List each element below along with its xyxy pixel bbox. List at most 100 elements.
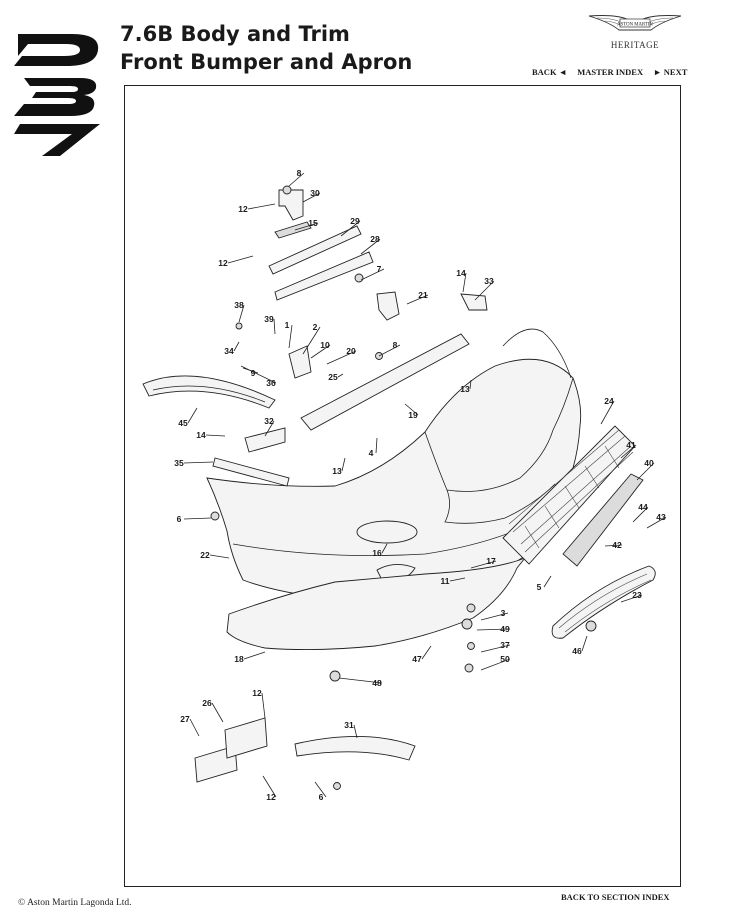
bracket-32-part	[244, 427, 286, 453]
callout-part-number: 5	[537, 582, 542, 592]
callout-leader-line	[310, 344, 331, 359]
callout-leader-line	[187, 407, 198, 424]
callout-leader-line	[480, 658, 511, 671]
bracket-26-part	[224, 717, 268, 759]
callout-part-number: 39	[264, 314, 274, 324]
callout-leader-line	[474, 280, 495, 301]
callout-leader-line	[264, 420, 275, 437]
callout-part-number: 24	[604, 396, 614, 406]
callout-part-number: 28	[370, 234, 380, 244]
bracket-21-part	[376, 291, 400, 321]
callout-part-number: 34	[224, 346, 234, 356]
callout-leader-line	[620, 444, 637, 459]
callout-leader-line	[338, 677, 383, 684]
callout-part-number: 33	[484, 276, 494, 286]
callout-leader-line	[360, 268, 385, 281]
callout-part-number: 1	[285, 320, 290, 330]
callout-part-number: 27	[180, 714, 190, 724]
callout-leader-line	[314, 781, 327, 798]
callout-part-number: 16	[372, 548, 382, 558]
callout-part-number: 25	[328, 372, 338, 382]
callout-leader-line	[581, 635, 588, 652]
callout-leader-line	[288, 172, 305, 187]
callout-part-number: 10	[320, 340, 330, 350]
callout-leader-line	[205, 434, 226, 437]
callout-leader-line	[183, 517, 212, 520]
back-link[interactable]: BACK ◄	[532, 67, 568, 77]
callout-leader-line	[340, 220, 361, 237]
callout-part-number: 11	[441, 576, 450, 586]
callout-part-number: 48	[372, 678, 382, 688]
callout-leader-line	[183, 461, 214, 464]
db7-logo	[14, 34, 100, 156]
callout-part-number: 19	[408, 410, 418, 420]
callout-leader-line	[273, 318, 276, 335]
callout-leader-line	[470, 560, 497, 569]
copyright-text: © Aston Martin Lagonda Ltd.	[18, 898, 132, 908]
svg-text:ASTON MARTIN: ASTON MARTIN	[617, 22, 653, 27]
bracket-2-part	[288, 345, 312, 379]
callout-part-number: 40	[644, 458, 654, 468]
callout-leader-line	[209, 554, 230, 559]
callout-leader-line	[337, 373, 344, 378]
callout-part-number: 18	[234, 654, 244, 664]
callout-leader-line	[238, 304, 245, 323]
callout-part-number: 14	[456, 268, 466, 278]
bracket-33-part	[460, 293, 488, 311]
callout-part-number: 38	[234, 300, 244, 310]
callout-part-number: 31	[344, 720, 354, 730]
callout-part-number: 6	[319, 792, 324, 802]
callout-part-number: 15	[308, 218, 318, 228]
callout-leader-line	[326, 350, 357, 365]
callout-part-number: 29	[350, 216, 360, 226]
callout-leader-line	[294, 222, 319, 231]
callout-leader-line	[227, 255, 254, 264]
section-subtitle: Front Bumper and Apron	[120, 50, 413, 74]
callout-part-number: 22	[200, 550, 210, 560]
callout-part-number: 8	[297, 168, 302, 178]
callout-leader-line	[469, 379, 472, 390]
callout-leader-line	[189, 718, 200, 737]
strip-28-part	[274, 251, 374, 301]
callout-part-number: 36	[266, 378, 276, 388]
callout-part-number: 12	[252, 688, 262, 698]
callout-leader-line	[288, 324, 293, 349]
callout-leader-line	[406, 294, 429, 305]
callout-part-number: 17	[486, 556, 496, 566]
callout-part-number: 13	[332, 466, 342, 476]
callout-part-number: 13	[460, 384, 470, 394]
next-link[interactable]: ► NEXT	[653, 67, 688, 77]
master-index-link[interactable]: MASTER INDEX	[577, 67, 644, 77]
callout-leader-line	[632, 506, 649, 523]
callout-part-number: 26	[202, 698, 212, 708]
callout-leader-line	[421, 645, 432, 660]
trim-31-part	[294, 736, 416, 761]
callout-part-number: 43	[656, 512, 666, 522]
title-block: 7.6B Body and Trim Front Bumper and Apro…	[120, 20, 412, 76]
strip-29-part	[268, 225, 362, 275]
back-to-section-index-link[interactable]: BACK TO SECTION INDEX	[561, 892, 670, 902]
callout-part-number: 41	[626, 440, 636, 450]
callout-leader-line	[211, 702, 224, 723]
bracket-15-part	[274, 221, 312, 239]
callout-part-number: 46	[572, 646, 582, 656]
callout-leader-line	[341, 457, 346, 472]
callout-part-number: 47	[412, 654, 422, 664]
aston-martin-wings-logo: ASTON MARTIN	[588, 15, 682, 31]
callout-leader-line	[240, 365, 277, 384]
heritage-label: HERITAGE	[610, 40, 660, 50]
mesh-insert-part	[551, 565, 656, 639]
callout-part-number: 30	[310, 188, 320, 198]
side-shield-part	[142, 375, 276, 409]
callout-part-number: 6	[177, 514, 182, 524]
callout-part-number: 21	[418, 290, 428, 300]
callout-leader-line	[476, 628, 511, 631]
callout-part-number: 12	[238, 204, 248, 214]
fixings	[210, 185, 597, 790]
callout-part-number: 7	[377, 264, 382, 274]
callout-leader-line	[480, 644, 511, 653]
callout-leader-line	[378, 344, 401, 357]
